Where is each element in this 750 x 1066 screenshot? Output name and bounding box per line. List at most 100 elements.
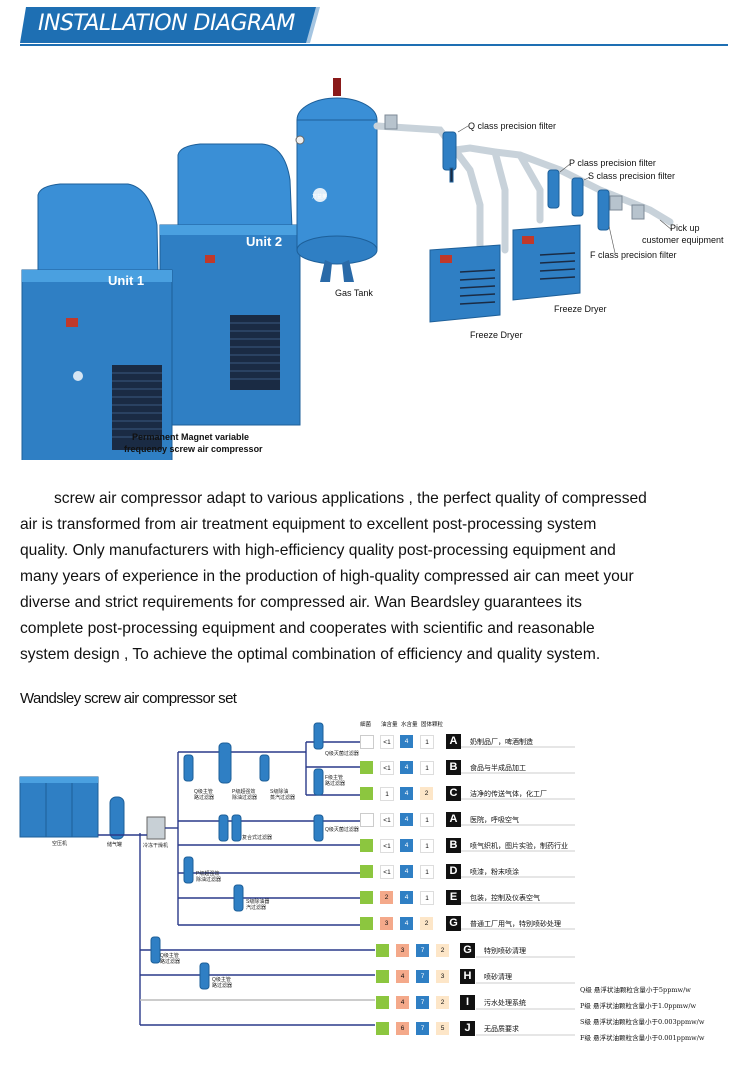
cell-particles: 1 [420,891,434,905]
cell-water: 4 [400,839,413,852]
cell-bacteria [360,891,373,904]
cell-water: 4 [400,735,413,748]
cell-particles: 2 [420,787,433,800]
valve-icons [384,114,645,220]
quality-class-badge: A [446,812,461,827]
cell-bacteria [376,1022,389,1035]
cell-oil: 4 [396,996,409,1009]
cell-water: 4 [400,865,413,878]
quality-class-badge: C [446,786,461,801]
paragraph-line: quality. Only manufacturers with high-ef… [20,542,616,559]
quality-class-badge: A [446,734,461,749]
filter-label: Q级灭菌过滤器 [325,751,359,757]
cell-bacteria [376,996,389,1009]
filter-label: F级主管 路过滤器 [325,775,346,787]
quality-class-badge: I [460,995,475,1010]
cell-particles: 1 [420,813,434,827]
banner-shape [20,7,322,43]
filter-label: S级除油器 汽过滤器 [246,899,270,911]
application-label: 食品与半成品加工 [470,765,526,772]
quality-class-badge: B [446,838,461,853]
paragraph-line: many years of experience in the producti… [20,568,634,585]
quality-class-badge: D [446,864,461,879]
column-header: 油含量 [381,722,398,728]
filter-label: Q级主管 路过滤器 [160,953,181,965]
filter-label: S级除油 蒸汽过滤器 [270,789,296,801]
compressor-label: 空压机 [52,841,68,847]
cell-oil: 3 [380,917,393,930]
paragraph-line: diverse and strict requirements for comp… [20,594,582,611]
cell-bacteria [360,787,373,800]
quality-class-badge: G [446,916,461,931]
cell-oil: 1 [380,787,394,801]
f-filter-label: F class precision filter [590,250,677,260]
column-header: 水含量 [401,722,418,728]
diagram-subtitle: Wandsley screw air compressor set [20,690,237,707]
installation-figure: Unit 1 Unit 2 万益莱 Permanent Magnet varia… [0,60,750,496]
paragraph-line: air is transformed from air treatment eq… [20,516,597,533]
filtration-schematic [19,722,575,1036]
cell-water: 4 [400,761,413,774]
cell-water: 7 [416,1022,429,1035]
cell-water: 4 [400,917,413,930]
application-label: 普通工厂用气，特别喷砂处理 [470,921,561,928]
unit-1-label: Unit 1 [108,273,145,288]
cell-particles: 2 [420,917,433,930]
cell-oil: 2 [380,891,393,904]
filter-label: P级超强效 除油过滤器 [232,789,258,801]
tank-brand: 万益莱 [312,194,328,200]
application-label: 特别喷砂清理 [484,948,526,955]
title-underline [20,44,728,46]
column-header: 細菌 [360,722,372,728]
cell-water: 7 [416,944,429,957]
freeze-dryer-2-label: Freeze Dryer [554,304,607,314]
tank-label: 储气罐 [107,842,123,848]
cell-oil: <1 [380,813,394,827]
cell-water: 4 [400,813,413,826]
filter-label: Q级灭菌过滤器 [325,827,359,833]
grade-note: F级 悬浮状油颗粒含量小于0.001ppmw/w [580,1034,705,1042]
unit-1-compressor [21,183,173,496]
gas-tank-label: Gas Tank [335,288,373,298]
quality-class-badge: E [446,890,461,905]
page-title: INSTALLATION DIAGRAM [38,11,295,36]
cell-oil: <1 [380,865,394,879]
freeze-dryer-1-label: Freeze Dryer [470,330,523,340]
application-label: 喷漆，粉末喷涂 [470,869,519,876]
cell-bacteria [360,813,374,827]
cell-bacteria [360,735,374,749]
p-filter-label: P class precision filter [569,158,656,168]
freeze-dryer-1 [429,244,501,323]
cell-water: 4 [400,891,413,904]
cell-oil: <1 [380,735,394,749]
leader-lines [457,125,673,254]
cell-bacteria [360,865,373,878]
installation-illustration [21,78,674,496]
cell-particles: 1 [420,865,434,879]
filtration-diagram: 空压机 储气罐 冷冻干燥机 Q级主管 路过滤器 P级超强效 除油过滤器 S级除油… [0,715,750,1061]
grade-note: Q级 悬浮状油颗粒含量小于5ppmw/w [580,986,691,994]
paragraph-line: complete post-processing equipment and c… [20,620,595,637]
unit-2-compressor [159,143,301,426]
cell-bacteria [360,839,373,852]
cell-particles: 3 [436,970,449,983]
pickup-label-2: customer equipment [642,235,724,245]
cell-oil: <1 [380,839,394,853]
cell-particles: 2 [436,944,449,957]
application-label: 无品质要求 [484,1026,519,1033]
cell-particles: 1 [420,839,434,853]
quality-class-badge: B [446,760,461,775]
quality-class-badge: J [460,1021,475,1036]
cell-water: 7 [416,996,429,1009]
application-label: 洁净的传送气体，化工厂 [470,791,547,798]
application-label: 喷砂清理 [484,974,512,981]
compressor-caption-1: Permanent Magnet variable [132,432,250,442]
cell-particles: 1 [420,761,434,775]
paragraph-line: screw air compressor adapt to various ap… [54,490,647,507]
quality-class-badge: H [460,969,475,984]
application-label: 奶制品厂，啤酒制造 [470,739,533,746]
cell-oil: 4 [396,970,409,983]
cell-oil: 3 [396,944,409,957]
paragraph-line: system design , To achieve the optimal c… [20,646,601,663]
pickup-label-1: Pick up [670,223,700,233]
